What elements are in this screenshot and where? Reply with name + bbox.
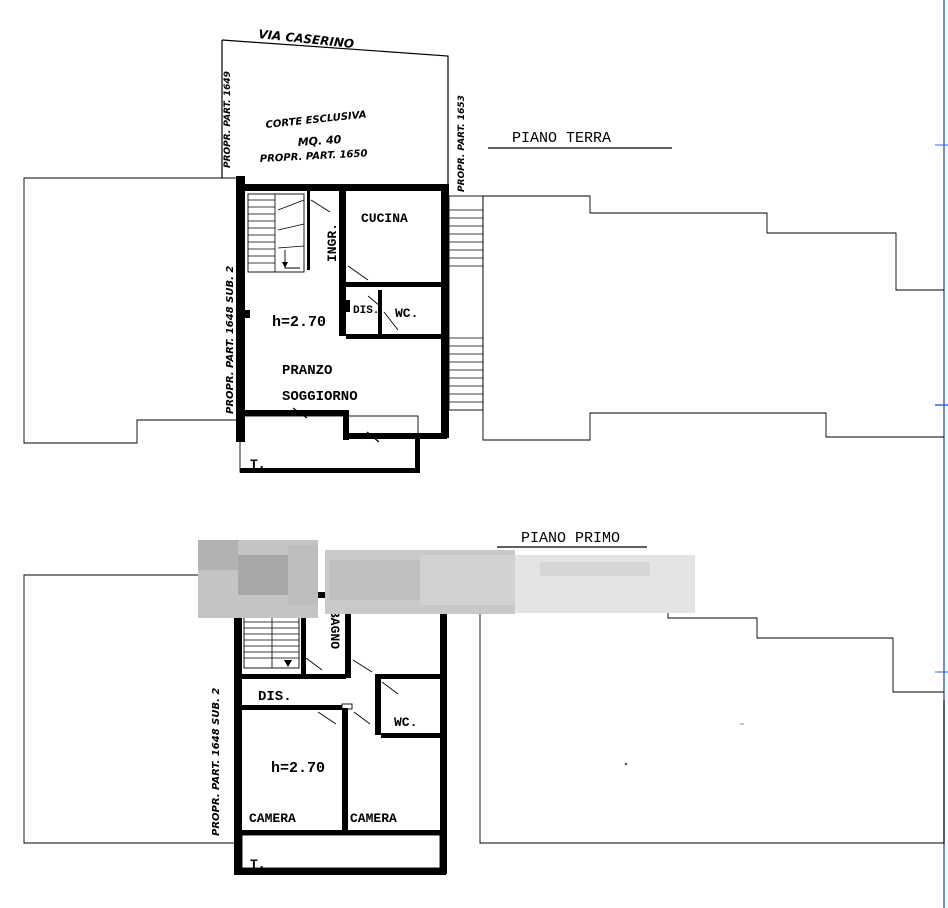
room-wc-first: WC. [394,715,417,730]
room-hall: DIS. [258,689,292,705]
ground-height: h=2.70 [272,314,326,331]
ground-stairs [247,193,305,273]
room-wc: WC. [395,306,418,321]
room-entrance: INGR. [325,223,340,262]
boundary-left-ground: PROPR. PART. 1648 SUB. 2 [225,266,236,414]
room-bedroom-2: CAMERA [350,811,397,826]
first-height: h=2.70 [271,760,325,777]
courtyard: VIA CASERINO CORTE ESCLUSIVA MQ. 40 PROP… [221,27,467,192]
boundary-left-top: PROPR. PART. 1649 [223,71,233,168]
boundary-right-top: PROPR. PART. 1653 [457,95,467,192]
external-steps [448,195,484,411]
boundary-left-first: PROPR. PART. 1648 SUB. 2 [211,688,222,836]
court-label-1: CORTE ESCLUSIVA [265,109,367,131]
room-closet: DIS. [353,305,379,317]
redacted-area [198,540,695,618]
court-label-3: PROPR. PART. 1650 [260,148,368,165]
ground-floor: PIANO TERRA [23,130,944,473]
court-label-2: MQ. 40 [297,133,342,149]
room-living-1: PRANZO [282,363,332,379]
room-bathroom: BAGNO [327,610,342,649]
street-label: VIA CASERINO [258,27,355,51]
room-kitchen: CUCINA [361,211,408,226]
room-terrace-first: T. [250,857,266,872]
ground-floor-title: PIANO TERRA [512,130,611,147]
first-floor-title: PIANO PRIMO [521,530,620,547]
room-bedroom-1: CAMERA [249,811,296,826]
room-terrace: T. [250,457,266,472]
room-living-2: SOGGIORNO [282,389,358,405]
